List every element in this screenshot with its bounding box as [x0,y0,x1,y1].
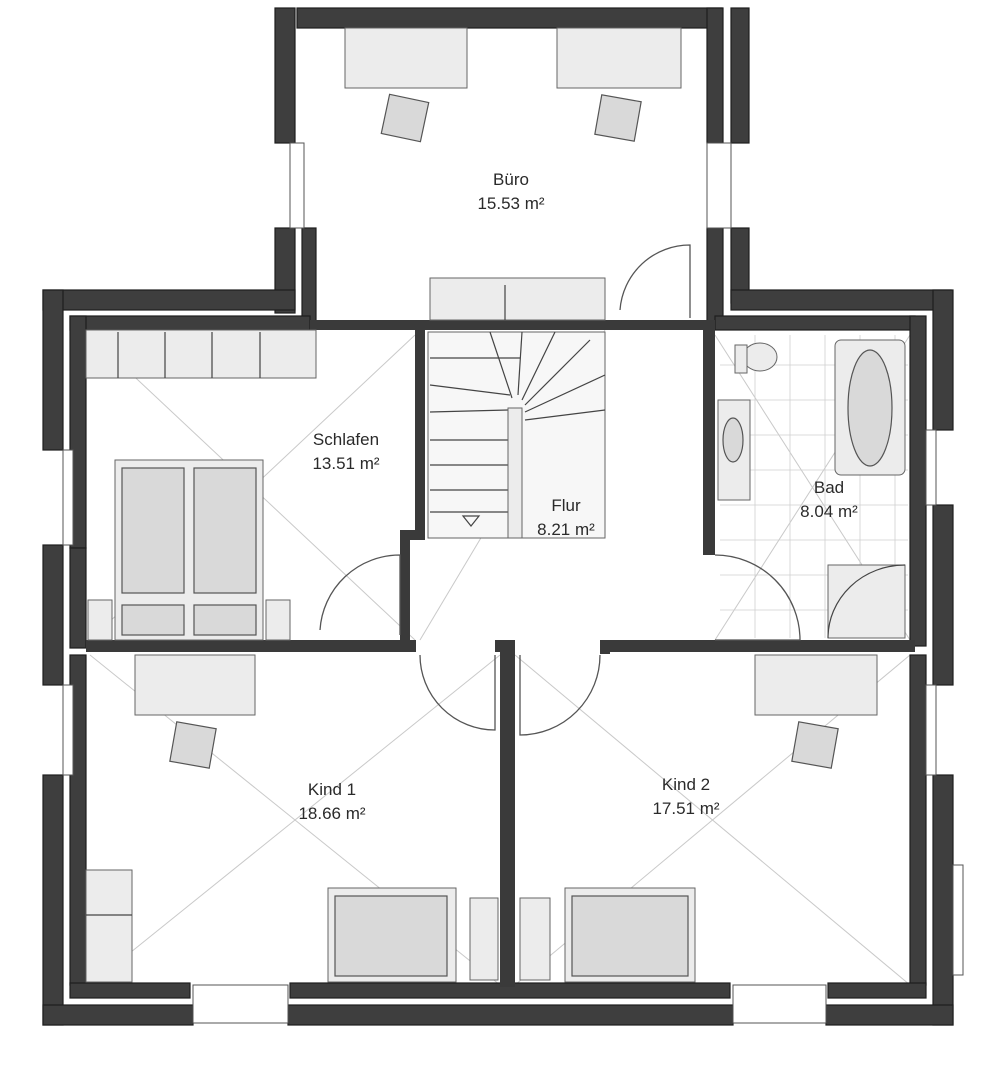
chair-left [380,93,430,143]
nightstand-kind1 [469,897,499,981]
kind1-furniture [85,654,499,983]
bed-mattress-right [193,467,257,594]
room-name-kind1: Kind 1 [308,780,356,799]
bad-furniture [717,339,906,639]
room-name-schlafen: Schlafen [313,430,379,449]
window-buero-right [706,142,732,229]
room-name-kind2: Kind 2 [662,775,710,794]
chair-kind1 [169,721,217,769]
window-bad [925,429,937,506]
window-right-side [952,864,964,976]
desk-left [344,27,468,89]
kind2-furniture [519,654,878,983]
room-area-bad: 8.04 m² [800,502,858,521]
pillow-left [121,604,185,636]
room-area-schlafen: 13.51 m² [312,454,379,473]
interior-walls [86,320,915,987]
window-kind1-left [62,684,74,776]
window-kind1-bottom [192,984,289,1024]
room-area-kind1: 18.66 m² [298,804,365,823]
stair-landing [429,277,606,321]
buero-furniture [344,27,682,321]
desk-kind2 [754,654,878,716]
nightstand-right [265,599,291,641]
staircase [427,331,606,539]
wardrobe [85,329,317,379]
room-name-bad: Bad [814,478,844,497]
pillow-right [193,604,257,636]
shelf-kind1 [85,869,133,983]
room-area-kind2: 17.51 m² [652,799,719,818]
room-name-buero: Büro [493,170,529,189]
desk-kind1 [134,654,256,716]
window-buero-left [289,142,305,229]
windows [62,142,964,1024]
room-area-buero: 15.53 m² [477,194,544,213]
window-schlafen [62,449,74,546]
chair-right [594,94,642,142]
bed-mattress-left [121,467,185,594]
outer-walls [42,7,954,1026]
window-kind2-right [925,684,937,776]
room-name-flur: Flur [551,496,581,515]
nightstand-left [87,599,113,641]
schlafen-furniture [85,329,317,641]
room-area-flur: 8.21 m² [537,520,595,539]
chair-kind2 [791,721,839,769]
window-kind2-bottom [732,984,827,1024]
doors [319,244,801,736]
nightstand-kind2 [519,897,551,981]
toilet [742,342,778,372]
desk-right [556,27,682,89]
shower [827,564,906,639]
room-labels: Büro 15.53 m² Schlafen 13.51 m² Flur 8.2… [298,170,858,823]
